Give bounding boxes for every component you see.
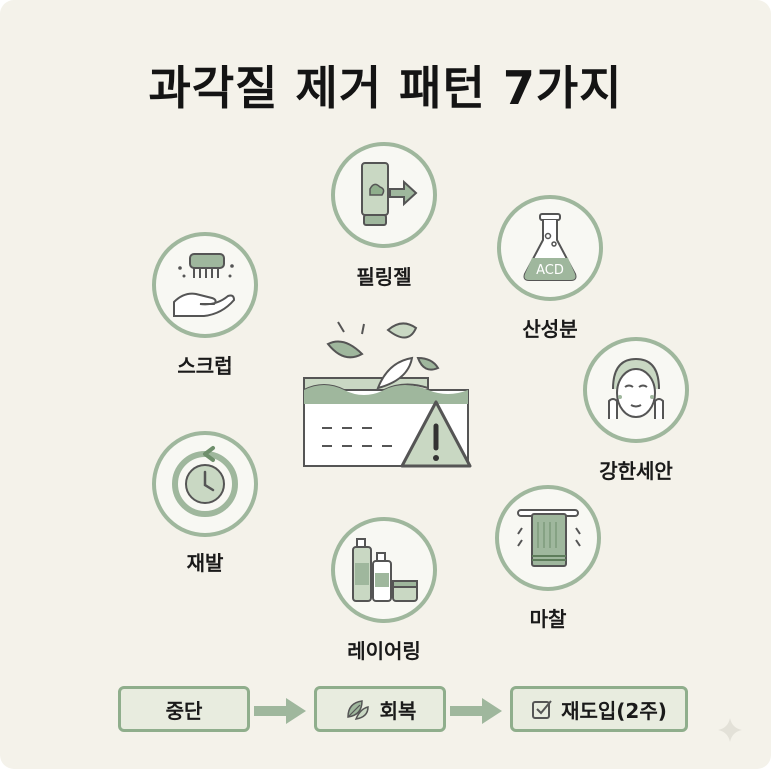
- scrub-brush-icon: [173, 253, 236, 317]
- checkbox-icon: [532, 700, 552, 719]
- peeling-gel-tube-icon: [361, 162, 418, 226]
- sparkle-icon: [718, 718, 742, 742]
- pattern-scrub: [152, 232, 258, 338]
- pattern-label: 강한세안: [599, 459, 673, 483]
- towel-icon: [517, 509, 581, 567]
- acid-flask-icon: ACD: [523, 213, 577, 281]
- arrow-right-icon: [254, 698, 306, 724]
- pattern-label: 재발: [186, 551, 224, 575]
- arrow-right-icon: [450, 698, 502, 724]
- pattern-label: 필링젤: [356, 265, 412, 289]
- pattern-recurrence: [152, 431, 258, 537]
- pattern-harsh-cleansing: [583, 337, 689, 443]
- pattern-acid: ACD: [497, 195, 603, 301]
- damaged-skin-illustration: [298, 318, 478, 482]
- pattern-label: 스크럽: [177, 354, 233, 378]
- flow-step-reintroduce: 재도입(2주): [510, 686, 688, 732]
- page-title: 과각질 제거 패턴 7가지: [148, 61, 623, 115]
- leaf-icon: [346, 700, 369, 720]
- face-washing-icon: [608, 357, 664, 419]
- flow-step-label: 재도입(2주): [561, 698, 667, 723]
- flow-step-recovery: 회복: [314, 686, 446, 732]
- pattern-label: 마찰: [529, 607, 567, 631]
- pattern-peeling-gel: [331, 142, 437, 248]
- flow-step-stop: 중단: [118, 686, 250, 732]
- pattern-friction: [495, 485, 601, 591]
- flow-step-label: 중단: [165, 698, 203, 723]
- skincare-bottles-icon: [352, 538, 418, 602]
- recurrence-clock-icon: [172, 446, 238, 517]
- pattern-label: 산성분: [522, 317, 578, 341]
- pattern-label: 레이어링: [347, 639, 421, 663]
- pattern-layering: [331, 517, 437, 623]
- flask-label: ACD: [536, 263, 564, 278]
- damaged-skin-warning-icon: [303, 321, 472, 468]
- flow-step-label: 회복: [379, 698, 417, 723]
